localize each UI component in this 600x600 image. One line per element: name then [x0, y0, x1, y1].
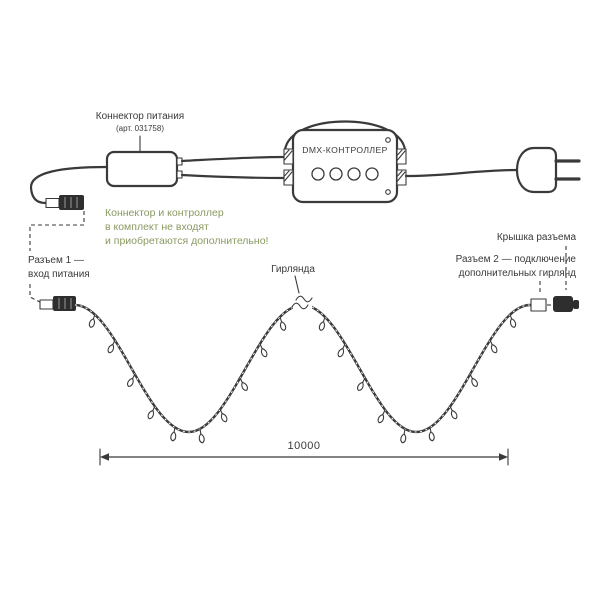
cap-label: Крышка разъема — [497, 232, 577, 243]
terminal-block — [396, 148, 407, 165]
garland-label: Гирлянда — [271, 264, 315, 275]
power-connector-box — [105, 150, 179, 188]
plug-tip — [45, 197, 60, 209]
controller-button — [365, 167, 379, 181]
jack2-label-line2: дополнительных гирлянд — [459, 268, 577, 279]
jack1-label-line1: Разъем 1 — — [28, 255, 84, 266]
power-plug — [404, 146, 581, 194]
terminal-block — [283, 169, 294, 186]
controller-body — [291, 128, 399, 204]
terminal-block — [283, 148, 294, 165]
terminal-hatch — [283, 170, 293, 182]
dashed-connection — [29, 284, 41, 303]
controller-button — [329, 167, 343, 181]
plug-body — [515, 146, 558, 194]
jack2-connector — [530, 298, 547, 312]
note-line-2: в комплект не входят — [105, 221, 209, 233]
arrowhead-right — [499, 453, 508, 461]
wire — [404, 168, 520, 178]
break-mark — [291, 302, 309, 310]
controller-label: DMX-КОНТРОЛЛЕР — [302, 145, 387, 155]
note-line-3: и приобретаются дополнительно! — [105, 235, 268, 247]
dmx-controller: DMX-КОНТРОЛЛЕР — [180, 120, 407, 204]
jack1-label-group: Разъем 1 — вход питания — [28, 255, 90, 303]
screw — [385, 137, 391, 143]
terminal-block — [396, 169, 407, 186]
jack1-label-line2: вход питания — [28, 269, 90, 280]
terminal-hatch — [396, 149, 406, 161]
dashed-connection — [29, 211, 85, 251]
break-mark — [295, 295, 313, 303]
jack1-tip — [39, 299, 54, 310]
wire — [180, 155, 286, 163]
dimension: 10000 — [99, 440, 509, 466]
garland-wire — [73, 303, 532, 434]
cap-tail — [573, 300, 579, 309]
terminal-hatch — [283, 149, 293, 161]
terminal-hatch — [396, 170, 406, 182]
garland-wire-texture — [74, 304, 531, 433]
wire — [29, 165, 109, 205]
power-connector-art-label: (арт. 031758) — [116, 124, 164, 133]
controller-button — [347, 167, 361, 181]
screw — [385, 189, 391, 195]
leader-line — [294, 275, 300, 294]
note-line-1: Коннектор и контроллер — [105, 207, 224, 219]
cable-loop — [283, 120, 407, 152]
purchase-note: Коннектор и контроллер в комплект не вхо… — [105, 207, 268, 247]
garland-lights — [87, 312, 518, 444]
power-connector-label: Коннектор питания — [96, 111, 184, 122]
arrowhead-left — [100, 453, 109, 461]
wire — [180, 173, 286, 180]
controller-button — [311, 167, 325, 181]
garland: Гирлянда — [39, 264, 579, 444]
jack2-label-line1: Разъем 2 — подключение — [456, 254, 577, 265]
cap-body — [553, 296, 573, 312]
power-connector-assembly: Коннектор питания (арт. 031758) — [29, 111, 184, 251]
dimension-value: 10000 — [287, 440, 320, 452]
right-labels: Крышка разъема Разъем 2 — подключение до… — [456, 232, 577, 294]
